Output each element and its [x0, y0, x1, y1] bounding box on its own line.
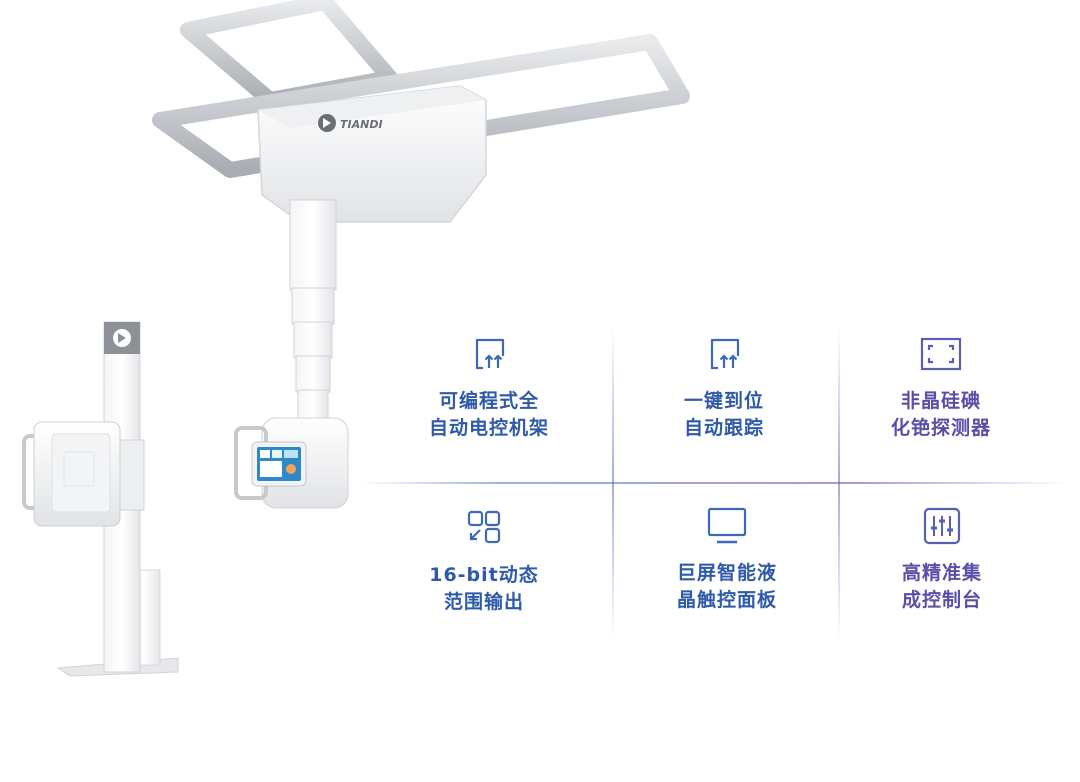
feature-lcd-touch-panel: 巨屏智能液 晶触控面板 [622, 504, 832, 614]
detector-cassette [22, 421, 121, 527]
telescopic-column [289, 199, 337, 419]
feature-label-line: 晶触控面板 [676, 589, 777, 611]
ceiling-carriage: TIANDI [257, 85, 487, 223]
feature-label-line: 成控制台 [901, 589, 982, 611]
feature-label-line: 范围输出 [443, 591, 524, 613]
feature-label-line: 非晶硅碘 [900, 390, 981, 412]
feature-dynamic-output: 16-bit动态 范围输出 [379, 508, 589, 616]
feature-precision-console: 高精准集 成控制台 [837, 506, 1047, 614]
arrows-up-square-icon [475, 338, 505, 370]
feature-label-line: 自动跟踪 [683, 417, 764, 439]
touch-panel-screen [251, 441, 307, 487]
sliders-icon [923, 507, 961, 545]
feature-label-line: 一键到位 [683, 390, 764, 412]
horizontal-divider [360, 482, 1070, 484]
brand-logo-text: TIANDI [340, 118, 383, 131]
grid-arrow-icon [467, 510, 501, 544]
tube-head [234, 417, 349, 509]
feature-label-line: 可编程式全 [438, 390, 539, 412]
xray-system-illustration: TIANDI [22, 0, 690, 677]
tiandi-logo: TIANDI [318, 114, 383, 132]
feature-label-line: 自动电控机架 [428, 417, 549, 439]
detector-frame-icon [920, 337, 962, 371]
feature-label-line: 16-bit动态 [429, 564, 539, 586]
vertical-divider-1 [612, 326, 614, 640]
feature-one-key-positioning: 一键到位 自动跟踪 [619, 334, 829, 442]
feature-programmable-frame: 可编程式全 自动电控机架 [384, 334, 594, 442]
monitor-icon [707, 507, 747, 544]
ceiling-rail-frame [152, 0, 690, 178]
feature-label-line: 巨屏智能液 [676, 562, 777, 584]
feature-amorphous-detector: 非晶硅碘 化铯探测器 [836, 334, 1046, 442]
feature-label-line: 高精准集 [901, 562, 982, 584]
feature-label-line: 化铯探测器 [890, 417, 991, 439]
wall-stand-logo [113, 329, 131, 347]
arrows-up-square-icon [710, 338, 740, 370]
vertical-divider-2 [838, 326, 840, 640]
